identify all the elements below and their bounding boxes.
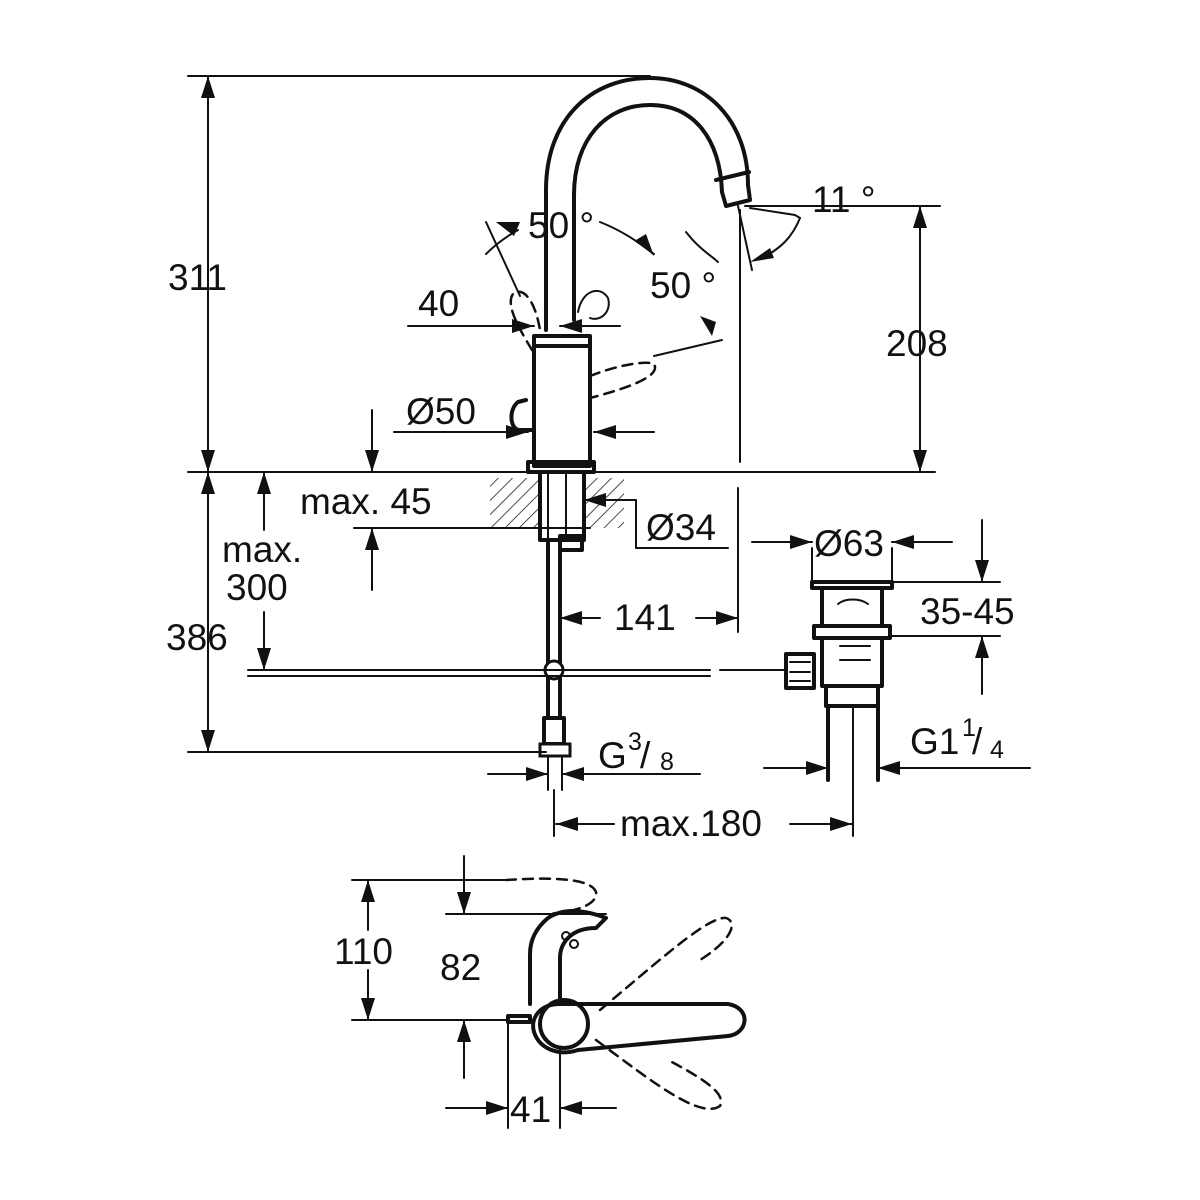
spout-inner (572, 103, 724, 322)
faucet-front-view (490, 76, 752, 791)
label-dia-34: Ø34 (646, 507, 716, 548)
pop-up-waste (784, 580, 894, 837)
label-dia-63: Ø63 (814, 523, 884, 564)
counter-section-left (490, 478, 538, 528)
label-50deg-right: 50 ° (650, 265, 716, 306)
label-208: 208 (886, 323, 948, 364)
label-max-300-a: max. (222, 529, 302, 570)
svg-text:1: 1 (962, 714, 976, 742)
label-max-300-b: 300 (226, 567, 288, 608)
label-35-45: 35-45 (920, 591, 1015, 632)
svg-text:/: / (972, 721, 983, 762)
label-41: 41 (510, 1089, 551, 1130)
lever-position-right (588, 361, 657, 400)
svg-text:4: 4 (990, 736, 1004, 764)
faucet-body (532, 334, 592, 468)
label-311: 311 (168, 257, 227, 298)
label-max-45: max. 45 (300, 481, 432, 522)
shank (538, 470, 586, 542)
label-11deg: 11 ° (812, 179, 876, 220)
svg-text:G: G (598, 735, 627, 776)
label-g1-1-4: G1 1 / 4 (910, 714, 1004, 764)
label-max-180: max.180 (620, 803, 762, 844)
dimension-labels: 311 50 ° 50 ° 11 ° 40 208 Ø50 max. 45 Ø3… (166, 179, 1015, 1130)
svg-text:G1: G1 (910, 721, 959, 762)
svg-text:8: 8 (660, 748, 674, 776)
svg-text:/: / (640, 735, 651, 776)
label-141: 141 (614, 597, 676, 638)
waste-flange (810, 580, 894, 590)
hose-nut (538, 742, 572, 758)
label-40: 40 (418, 283, 459, 324)
dimension-lines (187, 75, 1031, 837)
front-lever (509, 398, 536, 432)
label-386: 386 (166, 617, 228, 658)
label-g-3-8: G 3 / 8 (598, 728, 674, 776)
label-50deg-left: 50 ° (528, 205, 594, 246)
spout-aerator (720, 183, 752, 208)
lever-position-left (509, 290, 542, 352)
label-82: 82 (440, 947, 481, 988)
faucet-top-view (351, 855, 747, 1129)
label-110: 110 (334, 931, 393, 972)
spout-outer (544, 76, 750, 332)
top-view-spout (528, 909, 608, 1006)
label-dia-50: Ø50 (406, 391, 476, 432)
top-view-lever (531, 1002, 747, 1055)
svg-text:3: 3 (628, 728, 642, 756)
